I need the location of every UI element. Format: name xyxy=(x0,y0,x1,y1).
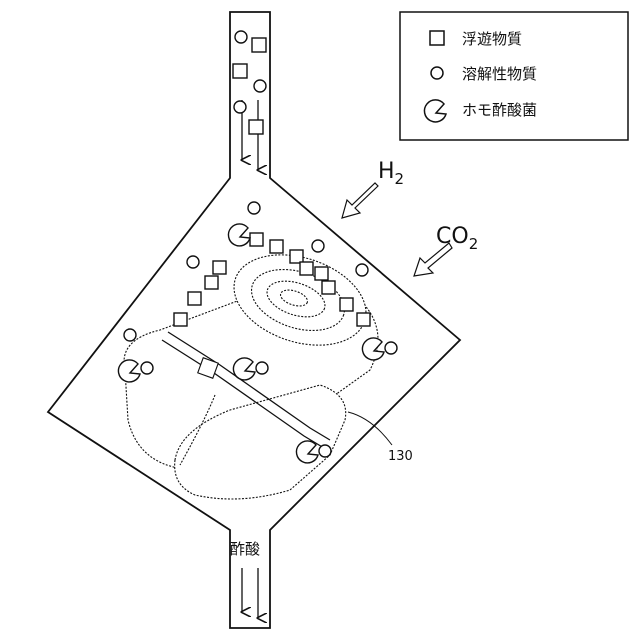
legend-square-icon xyxy=(430,31,444,45)
legend-label-dissolved-substances: 溶解性物質 xyxy=(462,65,537,83)
legend-label-homoacetogens: ホモ酢酸菌 xyxy=(462,101,537,119)
suspended-solid-square xyxy=(205,276,218,289)
suspended-solid-square xyxy=(174,313,187,326)
suspended-solid-square xyxy=(252,38,266,52)
homoacetogen-pacman xyxy=(228,224,250,246)
suspended-solid-square xyxy=(250,233,263,246)
co2-label: CO2 xyxy=(436,224,478,253)
reference-number-130: 130 xyxy=(388,449,413,464)
dissolved-substance-circle xyxy=(254,80,266,92)
dissolved-substance-circle xyxy=(141,362,153,374)
suspended-solid-square xyxy=(300,262,313,275)
dissolved-substance-circle xyxy=(256,362,268,374)
reference-leader-line xyxy=(348,412,392,445)
suspended-solid-square xyxy=(322,281,335,294)
suspended-solid-square xyxy=(213,261,226,274)
dissolved-substance-circle xyxy=(356,264,368,276)
outlet-label-acetic-acid: 酢酸 xyxy=(230,540,260,558)
dissolved-substance-circle xyxy=(312,240,324,252)
legend: 浮遊物質 溶解性物質 ホモ酢酸菌 xyxy=(400,12,628,140)
h2-label: H2 xyxy=(378,159,404,188)
legend-circle-icon xyxy=(431,67,443,79)
dissolved-substance-circle xyxy=(234,101,246,113)
dissolved-substance-circle xyxy=(187,256,199,268)
dissolved-substance-circle xyxy=(248,202,260,214)
outlet-flow-arrows xyxy=(242,568,258,618)
dissolved-substance-circle xyxy=(124,329,136,341)
dissolved-substance-circle xyxy=(235,31,247,43)
dissolved-substance-circle xyxy=(319,445,331,457)
suspended-solid-square xyxy=(233,64,247,78)
suspended-solid-square xyxy=(270,240,283,253)
h2-arrow xyxy=(342,183,378,218)
suspended-solid-square xyxy=(188,292,201,305)
dissolved-substance-circle xyxy=(385,342,397,354)
homoacetogen-pacman xyxy=(362,338,384,360)
suspended-solid-square xyxy=(340,298,353,311)
inlet-particles xyxy=(233,31,266,134)
suspended-solid-square xyxy=(249,120,263,134)
suspended-solid-square xyxy=(357,313,370,326)
suspended-solid-square xyxy=(290,250,303,263)
legend-label-suspended-solids: 浮遊物質 xyxy=(462,30,522,48)
suspended-solid-square xyxy=(315,267,328,280)
